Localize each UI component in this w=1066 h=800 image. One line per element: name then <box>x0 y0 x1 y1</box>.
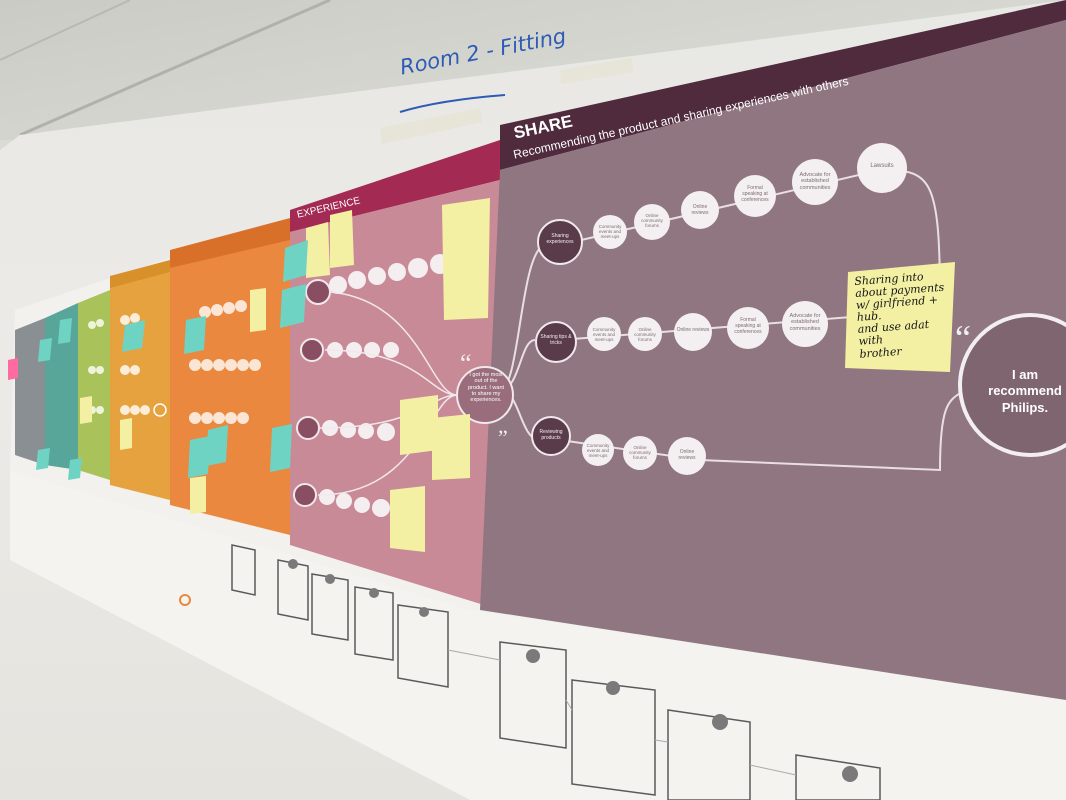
share-body <box>480 20 1066 700</box>
share-row-3-step-1: Community events and meet-ups <box>586 443 610 459</box>
quote-mark-main-close: ” <box>498 425 508 450</box>
experience-step-nodes <box>319 254 450 517</box>
share-row-3-step-2: Online community forums <box>629 445 651 461</box>
share-start-nodes <box>531 219 583 456</box>
lower-box-icons <box>288 559 858 782</box>
share-row-1-step-2: Online community forums <box>641 213 663 229</box>
experience-nodes <box>293 279 514 507</box>
orange-marker-icon <box>179 594 191 606</box>
share-row-1-start-label: Sharing experiences <box>546 233 574 245</box>
share-row-1-step-4: Formal speaking at conferences <box>741 185 769 203</box>
sticky-note-main <box>845 262 955 372</box>
sticky-note-pink <box>8 358 18 380</box>
poster-lower-strip <box>10 470 1066 800</box>
quote-right-text: I am recommend Philips. <box>988 367 1062 415</box>
orange-stage-nodes <box>189 300 261 424</box>
quote-main-text: I got the most out of the product. I wan… <box>467 372 505 404</box>
share-row-1-step-1: Community events and meet-ups <box>598 224 622 240</box>
stage-teal <box>45 303 78 470</box>
experience-header <box>290 140 500 232</box>
share-row-1-step-6: Lawsuits <box>870 163 894 169</box>
share-row-2-step-4: Formal speaking at conferences <box>734 317 762 335</box>
share-row-1-step-5: Advocate for established communities <box>799 172 831 191</box>
ceiling-tiles <box>0 0 331 137</box>
quote-mark-main-open: “ <box>460 349 472 378</box>
share-row-2-step-5: Advocate for established communities <box>789 313 821 332</box>
share-row-2-step-2: Online community forums <box>634 327 656 343</box>
share-row-3-step-3: Online reviews <box>678 449 696 461</box>
lower-connectors <box>447 649 797 776</box>
quote-mark-right: “ <box>955 318 971 358</box>
stage-gray <box>15 318 45 465</box>
tape-strips <box>380 58 633 144</box>
sticky-note-main-text: Sharing into about payments w/ girlfrien… <box>853 270 945 361</box>
share-row-2-step-3: Online reviews <box>676 327 710 333</box>
recommend-quote-circle <box>958 313 1066 457</box>
share-header <box>500 0 1066 170</box>
share-row-2-start-label: Sharing tips & tricks <box>540 334 572 346</box>
stage-yellow <box>110 265 170 500</box>
stage-yellow-header <box>110 260 170 288</box>
stage-green <box>78 290 110 480</box>
yellow-stage-nodes <box>120 313 167 417</box>
share-step-nodes <box>582 143 907 475</box>
stage-orange-header <box>170 218 290 268</box>
share-row-2-step-1: Community events and meet-ups <box>592 327 616 343</box>
room-sign-underline <box>399 94 506 113</box>
share-row-1-step-3: Online reviews <box>691 204 709 216</box>
stage-orange <box>170 225 290 535</box>
sticky-notes-teal <box>36 240 308 480</box>
sticky-notes-yellow <box>80 198 955 552</box>
share-row-3-start-label: Reviewing products <box>539 429 563 441</box>
